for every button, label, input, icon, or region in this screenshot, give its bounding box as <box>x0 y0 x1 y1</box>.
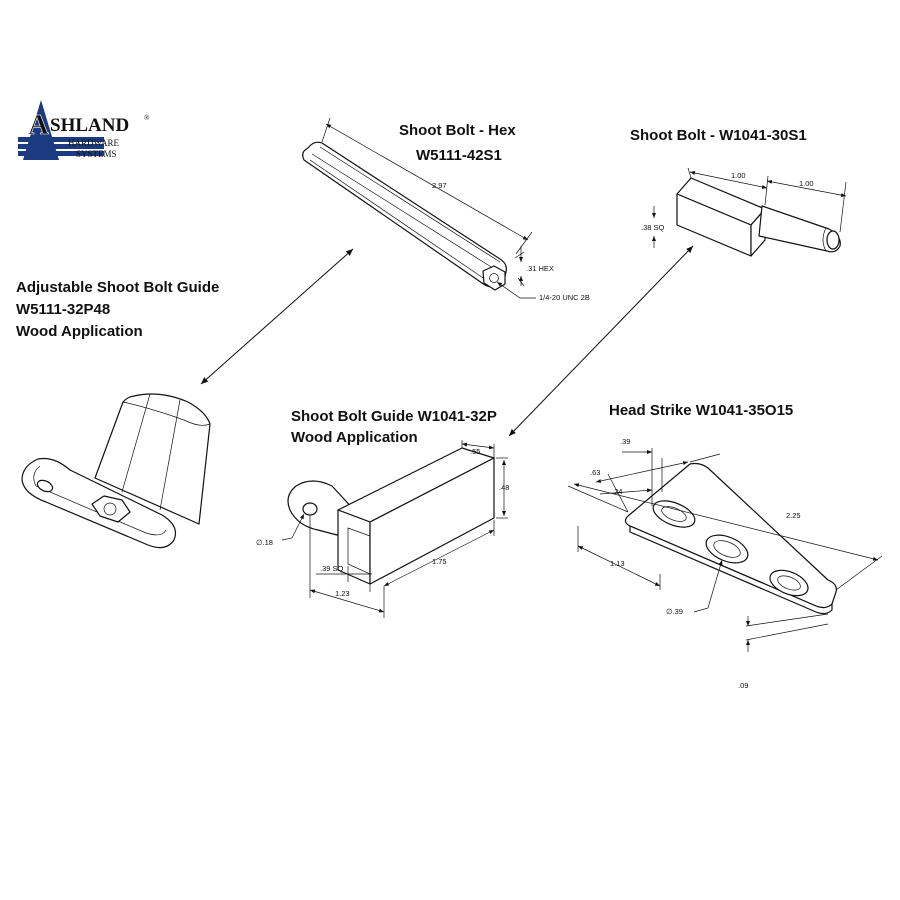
head-strike-drawing: .39 .63 .24 2.25 1.13 ∅.39 .09 <box>567 437 883 690</box>
dim-guide-square: .39 SQ <box>320 564 344 573</box>
ashland-logo: A SHLAND ® HARDWARE SYSTEMS <box>14 98 164 164</box>
dim-guide-height: .48 <box>499 483 509 492</box>
arrow-bolt-to-guide <box>508 245 694 437</box>
title-shoot-bolt-hex-code: W5111-42S1 <box>416 147 502 164</box>
dim-bolt-pin: 1.00 <box>799 179 814 188</box>
dim-hex-thread: 1/4-20 UNC 2B <box>539 293 590 302</box>
title-adjustable-guide-code: W5111-32P48 <box>16 301 110 318</box>
title-head-strike: Head Strike W1041-35O15 <box>609 402 793 419</box>
logo-registered: ® <box>144 114 150 122</box>
logo-systems: SYSTEMS <box>76 149 117 159</box>
title-shoot-bolt-hex: Shoot Bolt - Hex <box>399 122 516 139</box>
dim-bolt-body: 1.00 <box>731 171 746 180</box>
dim-guide-hole: ∅.18 <box>256 538 273 547</box>
logo-brand: SHLAND <box>50 115 129 136</box>
dim-hex-size: .31 HEX <box>526 264 554 273</box>
logo-hardware: HARDWARE <box>68 138 120 148</box>
dim-strike-overall: 2.25 <box>786 511 801 520</box>
title-shoot-bolt: Shoot Bolt - W1041-30S1 <box>630 127 807 144</box>
dim-hex-length: 2.97 <box>432 181 447 190</box>
shoot-bolt-hex-drawing: 2.97 .31 HEX 1/4-20 UNC 2B <box>302 117 590 302</box>
dim-strike-a: .39 <box>620 437 630 446</box>
dim-strike-b: .63 <box>590 468 600 477</box>
dim-bolt-square: .38 SQ <box>641 223 665 232</box>
bolt-guide-drawing: .55 .48 ∅.18 .39 SQ 1.75 1.23 <box>256 440 509 618</box>
shoot-bolt-drawing: 1.00 1.00 .38 SQ <box>641 167 847 257</box>
title-adjustable-guide: Adjustable Shoot Bolt Guide <box>16 279 219 296</box>
title-bolt-guide: Shoot Bolt Guide W1041-32P <box>291 408 497 425</box>
dim-strike-thickness: .09 <box>738 681 748 690</box>
dim-guide-width: .55 <box>470 447 480 456</box>
logo-letter-a: A <box>28 109 49 141</box>
dim-guide-offset: 1.23 <box>335 589 350 598</box>
dim-guide-length: 1.75 <box>432 557 447 566</box>
title-adjustable-guide-app: Wood Application <box>16 323 143 340</box>
dim-strike-center: 1.13 <box>610 559 625 568</box>
title-bolt-guide-app: Wood Application <box>291 429 418 446</box>
dim-strike-hole: ∅.39 <box>666 607 683 616</box>
arrow-hex-to-adjustable <box>200 248 354 385</box>
adjustable-guide-drawing <box>21 393 211 549</box>
